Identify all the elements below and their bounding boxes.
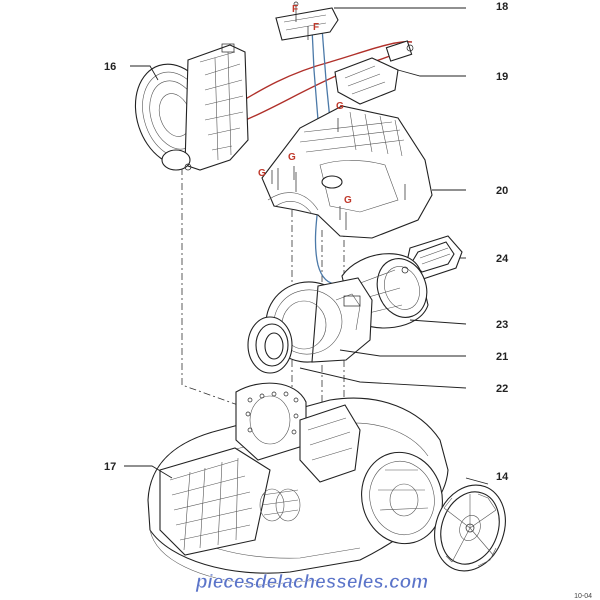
part-20-upper-housing [261,105,433,239]
callout-24: 24 [496,253,509,265]
callout-19: 19 [496,71,508,83]
callout-16: 16 [104,61,116,73]
part-23-motor [341,253,429,329]
callout-22: 22 [496,383,508,395]
callout-17: 17 [104,461,116,473]
part-22-gasket-ring [247,316,293,374]
reference-code: 10-04 [574,593,592,600]
leader-lines [124,7,489,485]
callout-18: 18 [496,1,508,13]
screws [271,26,341,220]
part-17-base-chassis [147,382,449,586]
callout-14: 14 [496,471,509,483]
callout-21: 21 [496,351,508,363]
callout-labels: 18 16 19 20 24 23 21 22 17 14 [104,1,509,483]
part-16-cord-reel [134,43,249,171]
screw-marker-f-1: F [292,4,298,15]
watermark-text: piecesdelachesseles.com [195,572,428,593]
screw-marker-g-1: G [258,168,266,179]
screw-marker-g-2: G [288,152,296,163]
callout-20: 20 [496,185,508,197]
callout-23: 23 [496,319,508,331]
screw-markers: F F G G G G [258,4,352,206]
part-14-wheel [434,484,506,572]
screw-marker-f-2: F [313,22,319,33]
screw-marker-g-3: G [336,101,344,112]
part-18-switch-bracket [275,1,339,41]
screw-marker-g-4: G [344,195,352,206]
part-19-switch [334,40,414,105]
